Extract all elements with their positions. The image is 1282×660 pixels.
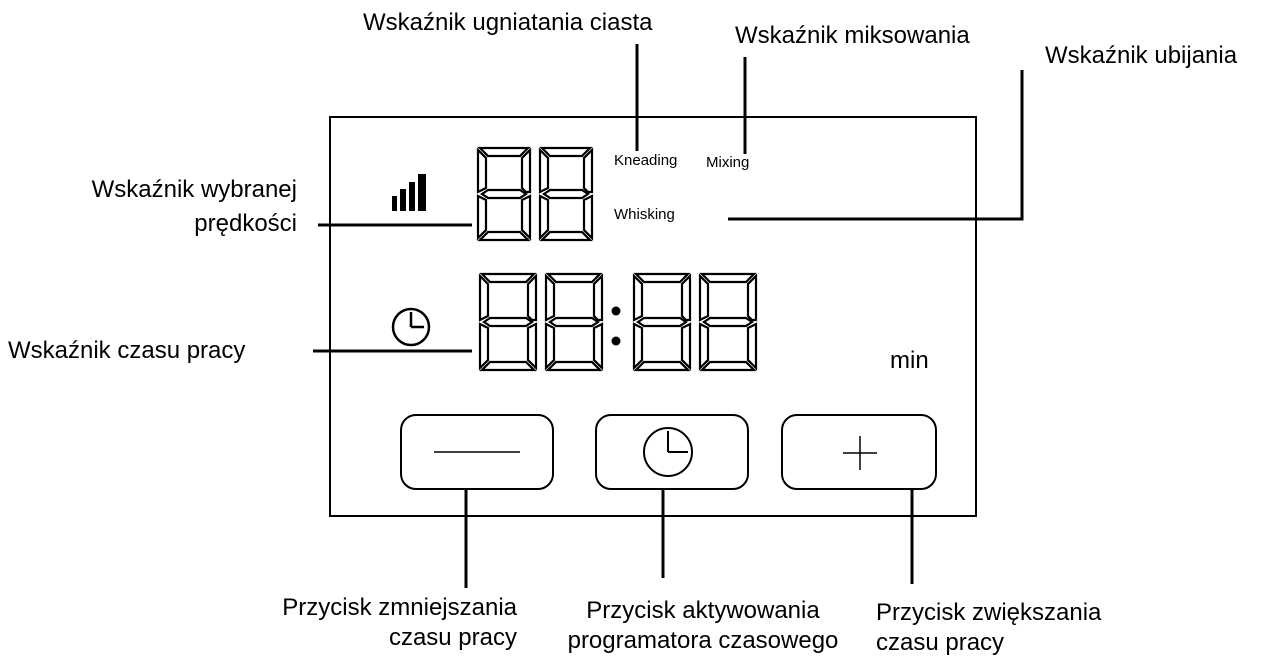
kneading-label: Kneading — [614, 152, 677, 169]
segment — [478, 322, 490, 371]
speed-bars-icon — [392, 174, 426, 211]
time-unit-label: min — [890, 347, 929, 374]
whisking-indicator-callout: Wskaźnik ubijania — [1045, 42, 1238, 69]
segment — [582, 147, 594, 194]
hour-digit-2 — [544, 272, 604, 372]
segment — [698, 322, 710, 371]
segment — [636, 316, 688, 328]
segment — [633, 272, 691, 284]
segment — [479, 360, 537, 372]
segment — [592, 322, 604, 371]
segment — [702, 316, 754, 328]
decrease-button-callout-line1: Przycisk zmniejszania — [282, 594, 517, 621]
speed-digit-2 — [538, 146, 594, 242]
increase-time-button[interactable] — [781, 414, 937, 490]
timer-clock-icon — [643, 427, 693, 477]
segment — [478, 273, 490, 322]
segment — [699, 360, 757, 372]
increase-button-callout-line2: czasu pracy — [876, 629, 1004, 656]
timer-button-callout-line2: programatora czasowego — [568, 627, 839, 654]
segment — [698, 273, 710, 322]
segment — [592, 273, 604, 322]
segment — [539, 230, 593, 242]
segment — [526, 273, 538, 322]
plus-icon — [843, 436, 877, 470]
segment — [538, 194, 550, 241]
minute-digit-1 — [632, 272, 692, 372]
whisking-label: Whisking — [614, 206, 675, 223]
segment — [544, 273, 556, 322]
segment — [542, 188, 590, 200]
mixing-indicator-callout: Wskaźnik miksowania — [735, 22, 970, 49]
segment — [632, 322, 644, 371]
seven-segment-display — [476, 146, 758, 372]
speed-digit-1 — [476, 146, 532, 242]
minute-digit-2 — [698, 272, 758, 372]
timer-activate-button[interactable] — [595, 414, 749, 490]
segment — [476, 194, 488, 241]
segment — [477, 146, 531, 158]
speed-indicator-callout-line2: prędkości — [194, 210, 297, 237]
clock-icon — [391, 307, 431, 347]
segment — [479, 272, 537, 284]
segment — [545, 360, 603, 372]
segment — [482, 316, 534, 328]
segment — [680, 322, 692, 371]
timer-button-callout-line1: Przycisk aktywowania — [586, 597, 820, 624]
segment — [633, 360, 691, 372]
time-indicator-callout: Wskaźnik czasu pracy — [8, 337, 245, 364]
mixing-label: Mixing — [706, 154, 749, 171]
segment — [538, 147, 550, 194]
hour-digit-1 — [478, 272, 538, 372]
segment — [699, 272, 757, 284]
speed-indicator-callout-line1: Wskaźnik wybranej — [92, 176, 297, 203]
segment — [526, 322, 538, 371]
segment — [476, 147, 488, 194]
increase-button-callout-line1: Przycisk zwiększania — [876, 599, 1102, 626]
kneading-indicator-callout: Wskaźnik ugniatania ciasta — [363, 9, 653, 36]
segment — [520, 147, 532, 194]
segment — [539, 146, 593, 158]
segment — [680, 273, 692, 322]
segment — [477, 230, 531, 242]
segment — [520, 194, 532, 241]
segment — [480, 188, 528, 200]
whisking-leader — [728, 70, 1024, 221]
segment — [746, 273, 758, 322]
segment — [632, 273, 644, 322]
segment — [746, 322, 758, 371]
segment — [548, 316, 600, 328]
decrease-time-button[interactable] — [400, 414, 554, 490]
segment — [582, 194, 594, 241]
segment — [545, 272, 603, 284]
decrease-button-callout-line2: czasu pracy — [389, 624, 517, 651]
time-colon — [611, 306, 621, 346]
display-panel — [329, 116, 977, 517]
segment — [544, 322, 556, 371]
